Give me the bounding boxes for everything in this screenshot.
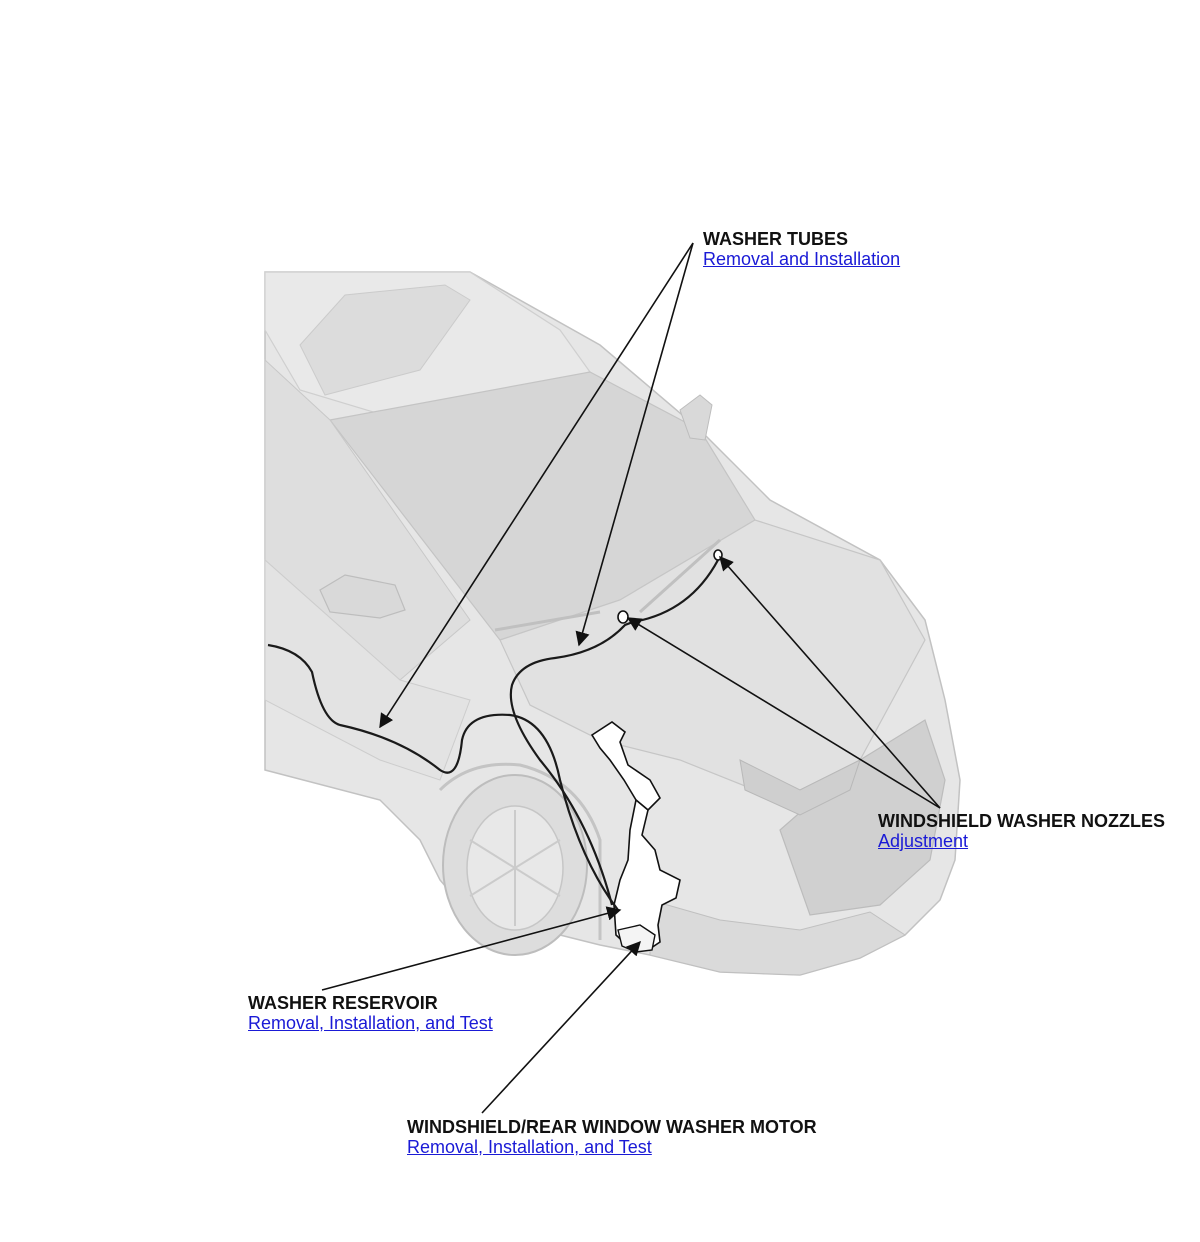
washer-tubes-title: WASHER TUBES (703, 229, 849, 249)
reservoir-tank (613, 798, 681, 951)
nozzle-left (617, 610, 629, 624)
leader-nozzle-right (719, 555, 941, 809)
right-mirror (679, 394, 713, 441)
side-window (264, 358, 471, 681)
front-washer-tube (509, 559, 719, 906)
leader-tubes-front (575, 242, 694, 647)
washer-tubes-link[interactable]: Removal and Installation (703, 249, 901, 269)
headlight (739, 759, 861, 816)
front-bumper (649, 899, 906, 976)
wiper-left (494, 610, 601, 632)
nozzles-adjustment-link[interactable]: Adjustment (878, 831, 969, 851)
leader-nozzle-left (626, 617, 941, 809)
vehicle-body (264, 271, 961, 976)
leader-lines (321, 242, 941, 1114)
callout-washer-reservoir: WASHER RESERVOIR Removal, Installation, … (248, 993, 493, 1033)
reservoir-title: WASHER RESERVOIR (248, 993, 438, 1013)
fender-arch (438, 762, 602, 940)
leader-motor (481, 940, 641, 1114)
front-grille (779, 719, 946, 916)
motor-link[interactable]: Removal, Installation, and Test (407, 1137, 652, 1157)
callout-washer-tubes: WASHER TUBES Removal and Installation (703, 229, 900, 269)
motor-title: WINDSHIELD/REAR WINDOW WASHER MOTOR (407, 1117, 817, 1137)
callout-washer-motor: WINDSHIELD/REAR WINDOW WASHER MOTOR Remo… (407, 1117, 817, 1157)
washer-nozzles (617, 549, 723, 624)
wheel-spokes (469, 810, 561, 926)
washer-tubes (267, 559, 719, 911)
reservoir-filler-neck (590, 721, 661, 812)
nozzles-title: WINDSHIELD WASHER NOZZLES (878, 811, 1165, 831)
leader-reservoir (321, 906, 622, 991)
reservoir-link[interactable]: Removal, Installation, and Test (248, 1013, 493, 1033)
sunroof (299, 284, 471, 396)
leader-tubes-rear (379, 242, 694, 729)
side-mirror (319, 574, 406, 619)
wiper-right (638, 538, 722, 614)
rear-washer-tube (267, 643, 619, 911)
callout-nozzles: WINDSHIELD WASHER NOZZLES Adjustment (878, 811, 1165, 851)
door-panel (264, 558, 471, 781)
